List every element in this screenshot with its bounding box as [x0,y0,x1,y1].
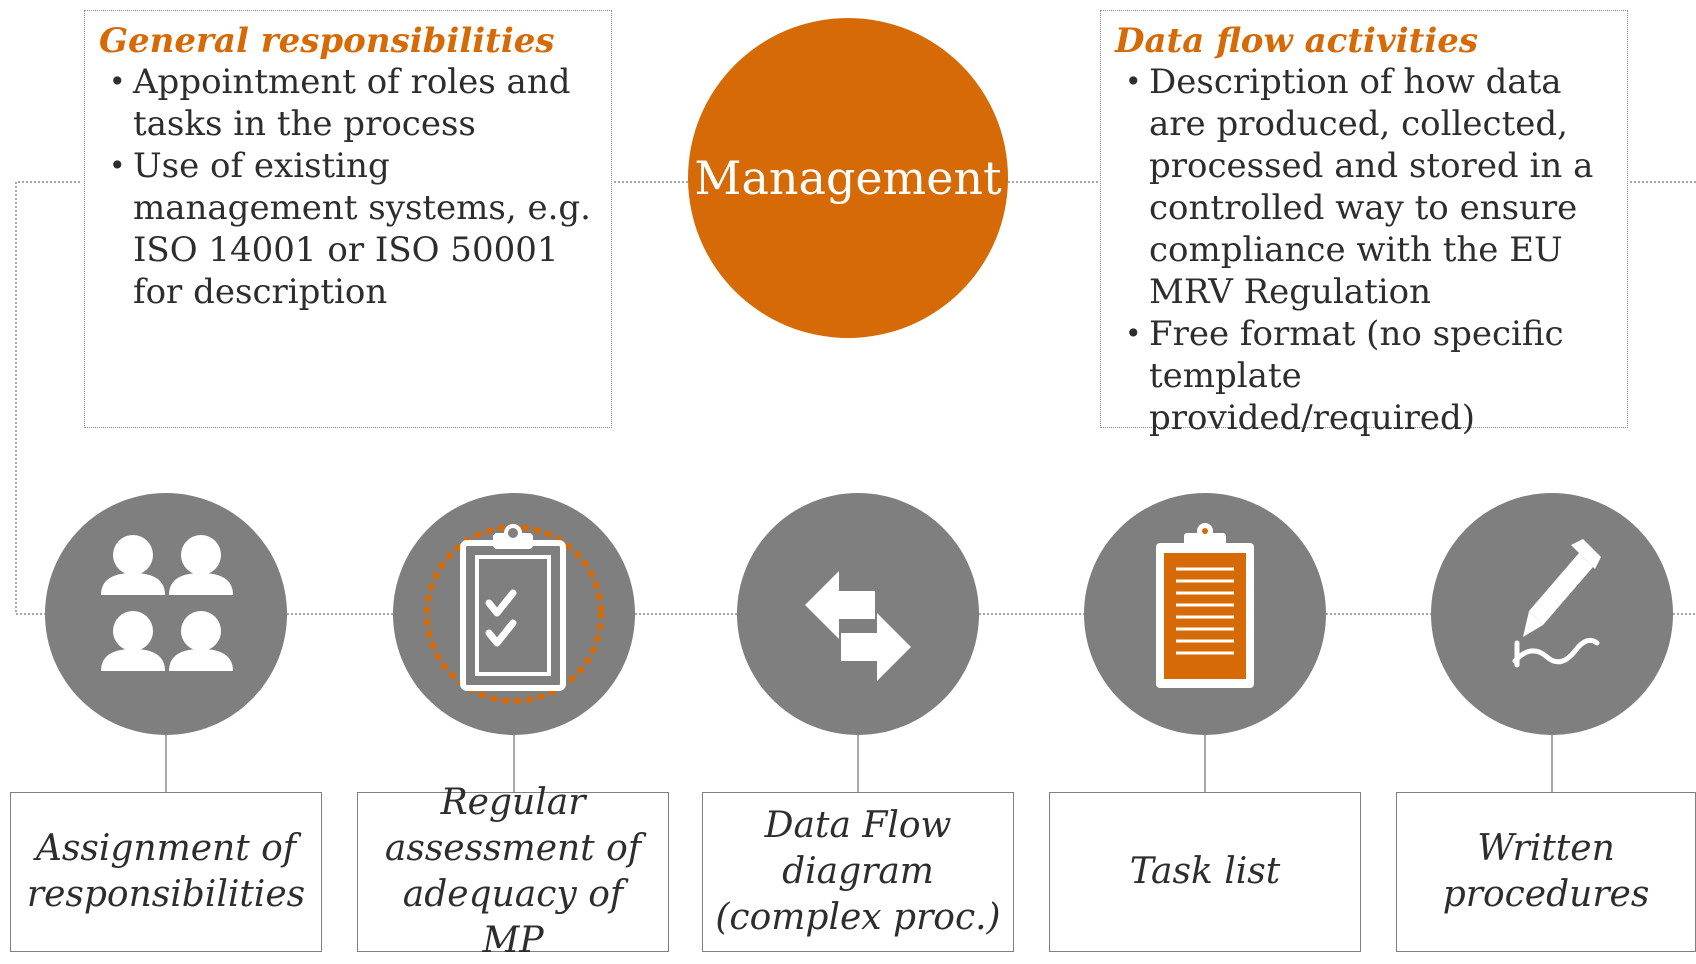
bullet-item: Description of how data are produced, co… [1115,61,1623,313]
item-label: Task list [1129,851,1281,892]
data-flow-label-box: Data Flow diagram (complex proc.) [702,792,1014,952]
people-group-icon [101,535,233,671]
written-procedures-circle [1431,493,1673,735]
general-responsibilities-list: Appointment of roles and tasks in the pr… [99,61,603,313]
pen-signature-icon [1512,539,1601,668]
general-responsibilities-title: General responsibilities [99,21,555,61]
assessment-circle [393,493,635,735]
data-flow-activities-box: Data flow activities Description of how … [1100,10,1628,438]
assignment-circle [45,493,287,735]
data-flow-activities-list: Description of how data are produced, co… [1115,61,1623,439]
management-label: Management [694,151,1002,205]
exchange-arrows-icon [805,571,911,681]
data-flow-circle [737,493,979,735]
clipboard-list-icon [1156,523,1254,688]
bullet-item: Free format (no specific template provid… [1115,313,1623,439]
bullet-item: Use of existing management systems, e.g.… [99,145,603,313]
general-responsibilities-box: General responsibilities Appointment of … [84,10,612,428]
task-list-label-box: Task list [1049,792,1361,952]
assignment-label-box: Assignment of responsibilities [10,792,322,952]
management-circle: Management [688,18,1008,338]
item-label: Regular assessment of adequacy of MP [384,782,642,961]
bullet-item: Appointment of roles and tasks in the pr… [99,61,603,145]
data-flow-activities-title: Data flow activities [1115,21,1479,61]
written-procedures-label-box: Written procedures [1396,792,1696,952]
item-label: Data Flow diagram (complex proc.) [715,805,1001,938]
item-label: Written procedures [1442,828,1650,915]
task-list-circle [1084,493,1326,735]
connector-lines [15,181,1696,792]
clipboard-checklist-icon [424,524,604,704]
item-label: Assignment of responsibilities [26,828,306,915]
assessment-label-box: Regular assessment of adequacy of MP [357,782,669,961]
